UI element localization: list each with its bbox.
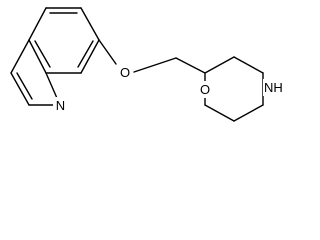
ring-oxygen-label: O — [200, 82, 210, 97]
bond — [28, 7, 47, 41]
atom-label-ether-oxygen: O — [117, 64, 133, 81]
bond — [233, 104, 264, 122]
bond — [204, 56, 235, 74]
bond — [10, 39, 30, 74]
morpholine-ring — [204, 56, 264, 122]
atom-label-ring-oxygen: O — [197, 81, 213, 98]
bond — [28, 39, 47, 74]
chemical-structure-diagram: N O O NH — [10, 7, 286, 122]
ether-linker — [98, 39, 206, 74]
bond — [80, 7, 100, 41]
quinoline-nitrogen-label: N — [56, 98, 65, 113]
bond — [233, 56, 264, 74]
bond-inner — [34, 40, 51, 68]
bond — [98, 39, 117, 65]
atom-label-ring-nitrogen: NH — [263, 79, 286, 96]
ether-oxygen-label: O — [120, 65, 130, 80]
bond-inner — [16, 72, 33, 100]
bond — [204, 104, 235, 122]
bond-inner — [77, 40, 94, 68]
ring-nitrogen-label: NH — [264, 80, 283, 95]
bond — [10, 72, 30, 106]
quinoline-benzo-ring — [28, 7, 100, 74]
bond — [133, 57, 177, 73]
bond — [175, 57, 206, 74]
atom-label-quinoline-nitrogen: N — [53, 97, 68, 114]
bond — [80, 39, 100, 74]
